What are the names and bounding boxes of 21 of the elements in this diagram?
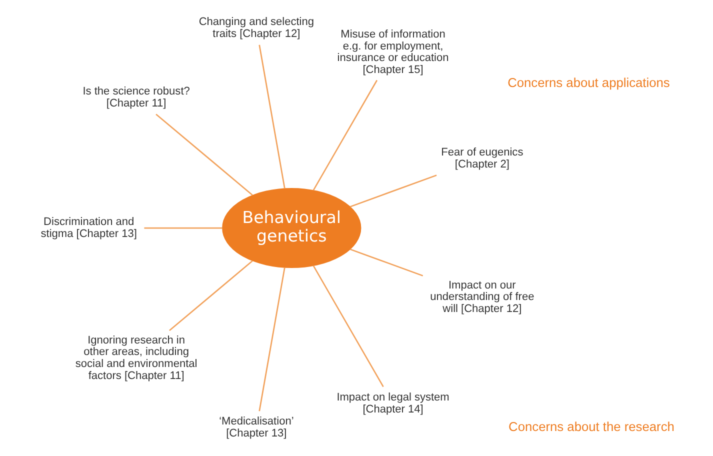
node-ellipse: Behavioural genetics [222,188,362,268]
connector [169,260,253,332]
node-text: Impact on legal system [Chapter 14] [336,391,450,416]
connector [258,267,286,412]
connector [258,44,286,189]
node-text: Ignoring research in other areas, including social and environmental factors [Chapter 11] [75,334,198,382]
connector [144,227,222,229]
connector [312,265,384,388]
node-text: Is the science robust? [Chapter 11] [82,86,190,110]
node-text: ‘Medicalisation’ [Chapter 13] [219,416,294,440]
connector [312,80,378,191]
connector [350,248,424,276]
connector [350,174,437,208]
node-text: Misuse of information e.g. for employment, insurance or education [Chapter 15] [337,28,449,76]
node-text: Impact on our understanding of free will [Chapter 12] [430,279,534,316]
label: Concerns about applications [508,75,670,90]
node-text: Fear of eugenics [Chapter 2] [441,146,524,170]
node-text: Changing and selecting traits [Chapter 12] [198,16,314,40]
label: Concerns about the research [508,419,674,434]
node-text: Discrimination and stigma [Chapter 13] [40,216,137,240]
connector [156,114,253,196]
